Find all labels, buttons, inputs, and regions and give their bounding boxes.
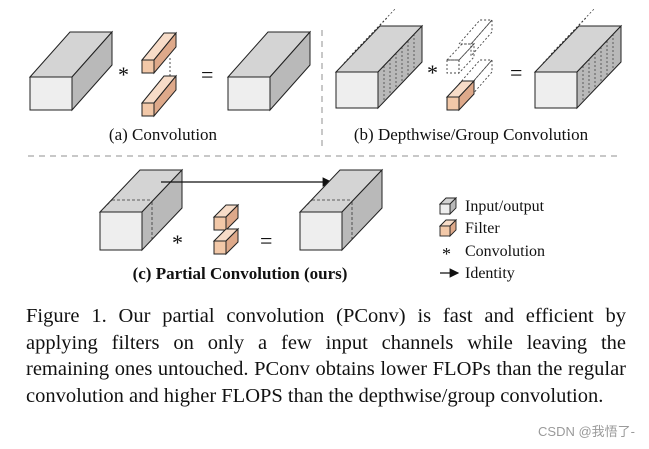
filter-cube-icon — [438, 218, 458, 238]
legend-label: Convolution — [465, 243, 545, 260]
convolution-operator: * — [118, 62, 129, 87]
filter-upper — [140, 31, 178, 75]
figure-diagram: * = (a) Convolution — [28, 7, 623, 283]
filter-lower — [140, 74, 178, 118]
equals-operator: = — [201, 62, 213, 87]
convolution-operator: * — [427, 60, 438, 85]
input-output-cube-icon — [438, 196, 458, 216]
figure-caption: Figure 1. Our partial convolution (PConv… — [26, 305, 626, 407]
filter-group — [212, 203, 240, 256]
legend-label: Input/output — [465, 198, 545, 215]
panel-a-label: (a) Convolution — [109, 125, 218, 144]
filter-upper — [212, 203, 240, 232]
filter-group — [445, 18, 493, 112]
filter-group — [140, 31, 178, 118]
convolution-symbol: * — [442, 244, 451, 264]
filter-lower — [445, 58, 493, 112]
input-block — [28, 30, 114, 112]
legend-label: Filter — [465, 220, 500, 237]
output-block — [298, 168, 384, 252]
equals-operator: = — [260, 228, 272, 253]
panel-c: * = (c) Partial Convolution — [98, 168, 384, 283]
filter-upper-dashed — [445, 18, 493, 75]
panel-c-label: (c) Partial Convolution (ours) — [133, 264, 348, 283]
equals-operator: = — [510, 60, 522, 85]
panel-b-label: (b) Depthwise/Group Convolution — [354, 125, 589, 144]
legend-item-input-output: Input/output — [438, 196, 545, 216]
panel-a: * = (a) Convolution — [28, 30, 312, 144]
output-block — [226, 30, 312, 112]
panel-b: * = — [334, 7, 623, 144]
watermark: CSDN @我悟了- — [538, 424, 635, 439]
legend-item-filter: Filter — [438, 218, 500, 238]
legend: Input/output Filter * Convolution Identi… — [438, 196, 545, 282]
legend-label: Identity — [465, 265, 515, 282]
legend-item-identity: Identity — [440, 265, 515, 282]
input-block — [334, 7, 424, 110]
legend-item-convolution: * Convolution — [442, 243, 545, 264]
filter-lower — [212, 227, 240, 256]
convolution-operator: * — [172, 230, 183, 255]
input-block — [98, 168, 184, 252]
output-block — [533, 7, 623, 110]
